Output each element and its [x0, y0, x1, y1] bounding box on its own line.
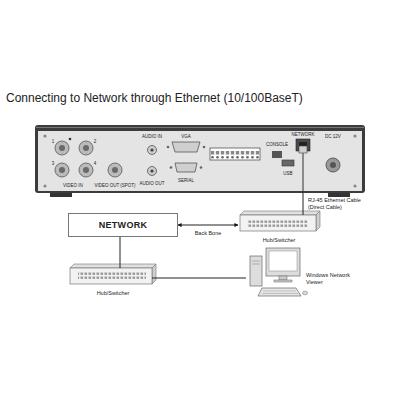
port-label: 4 [94, 162, 97, 167]
device-label: Hub/Switcher [97, 291, 130, 297]
port-label: 3 [52, 162, 55, 167]
hub-switcher: Hub/Switcher [238, 211, 320, 245]
hub-switcher-icon [240, 211, 320, 231]
connector-label: Back Bone [195, 230, 222, 237]
port-label: 1 [52, 140, 55, 145]
hub-switcher-icon [70, 264, 156, 284]
port-label: VIDEO IN [63, 184, 83, 189]
network-box: NETWORK [68, 213, 178, 237]
connector-line [303, 193, 304, 215]
connector-label: RJ-45 Ethernet Cable (Direct Cable) [308, 197, 370, 211]
port-label: AUDIO IN [142, 135, 162, 140]
port-label: SERIAL [178, 179, 194, 184]
diagram-title: Connecting to Network through Ethernet (… [6, 91, 303, 105]
port-label: VGA [181, 135, 191, 140]
connector-line [178, 225, 238, 226]
dvr-rear-panel [35, 125, 365, 197]
port-label: NETWORK [292, 133, 315, 138]
device-label: Hub/Switcher [263, 238, 296, 244]
network-viewer-pc: Windows Network Viewer [246, 246, 358, 298]
hub-switcher: Hub/Switcher [68, 264, 158, 298]
port-label: CONSOLE [266, 143, 288, 148]
port-label: VIDEO OUT (SPOT) [94, 184, 135, 189]
port-label: USB [283, 172, 292, 177]
port-label: DC 12V [325, 135, 341, 140]
dvr-panel: VIDEO IN VIDEO OUT (SPOT) AUDIO IN AUDIO OU… [35, 125, 365, 193]
computer-icon [250, 248, 308, 296]
port-label: AUDIO OUT [139, 182, 164, 187]
node-text: NETWORK [99, 220, 148, 230]
port-label: 2 [94, 140, 97, 145]
connector-line [152, 278, 246, 279]
connector-line [120, 237, 121, 268]
device-label: Windows Network Viewer [306, 272, 354, 286]
